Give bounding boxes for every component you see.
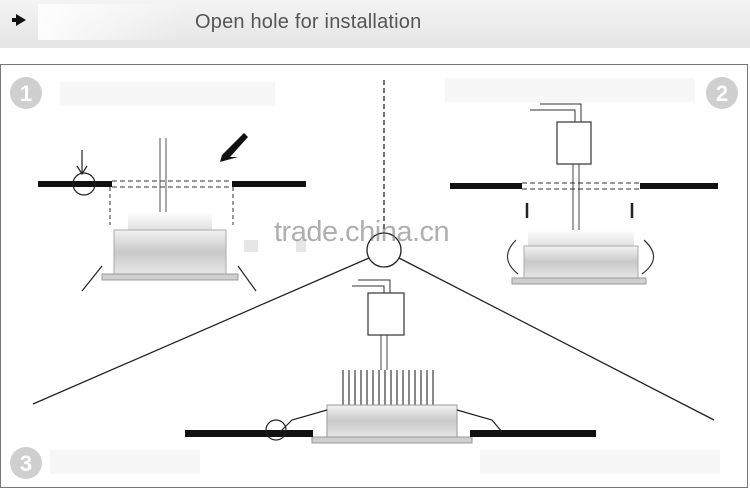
step-3-caption-band <box>50 450 200 474</box>
svg-text:1: 1 <box>20 81 32 106</box>
pointer-arrow-icon <box>220 133 248 162</box>
svg-text:3: 3 <box>20 451 32 476</box>
step-1-badge: 1 <box>10 77 42 109</box>
step-3-illustration <box>185 279 596 444</box>
step-2-caption-band <box>445 78 695 102</box>
step-3-badge: 3 <box>10 447 42 479</box>
watermark: trade.china.cn <box>274 216 450 248</box>
step-1-caption-band <box>60 82 275 106</box>
step-3-caption-band-right <box>480 450 720 474</box>
step-2-badge: 2 <box>706 77 738 109</box>
step-2-illustration <box>450 103 718 285</box>
svg-text:2: 2 <box>716 81 728 106</box>
page-title: Open hole for installation <box>195 11 422 33</box>
header-bar: Open hole for installation <box>0 0 750 48</box>
arrow-right-icon <box>12 14 26 26</box>
step-1-illustration <box>38 133 306 292</box>
header-highlight <box>38 4 188 40</box>
section-dividers <box>32 80 715 421</box>
